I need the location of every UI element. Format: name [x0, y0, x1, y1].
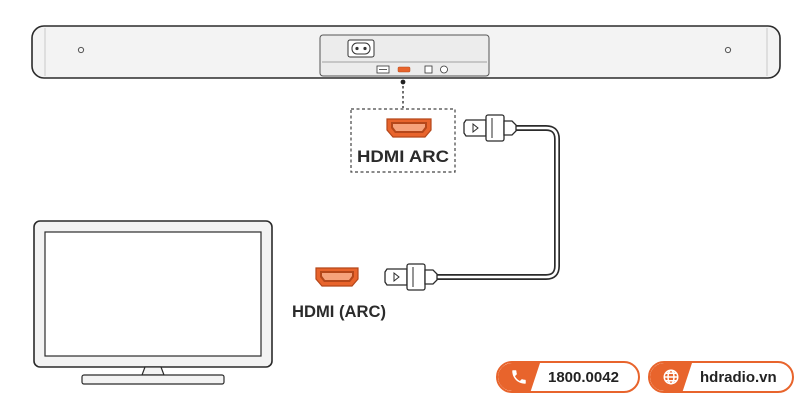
hdmi-port-icon [315, 267, 359, 287]
hdmi-cable [384, 114, 560, 291]
button-port-icon [424, 65, 433, 74]
optical-port-icon [440, 65, 448, 74]
phone-icon [498, 363, 540, 391]
website-url[interactable]: hdradio.vn [700, 368, 777, 386]
hdmi-plug-tv-icon [384, 263, 438, 291]
hdmi-port-icon [386, 118, 432, 138]
soundbar-right-screw [724, 46, 732, 54]
soundbar-hdmi-callout: HDMI ARC [350, 108, 456, 173]
soundbar [31, 25, 781, 79]
hdmi-plug-icon [463, 114, 517, 142]
port-leader [400, 79, 406, 108]
phone-contact[interactable]: 1800.0042 [496, 361, 640, 393]
tv [33, 220, 273, 385]
soundbar-hdmi-port-icon [397, 66, 411, 73]
tv-base [81, 374, 225, 385]
tv-port-label: HDMI (ARC) [292, 303, 386, 321]
soundbar-left-screw [77, 46, 85, 54]
globe-icon [650, 363, 692, 391]
power-socket-icon [347, 39, 375, 58]
phone-number[interactable]: 1800.0042 [548, 368, 619, 386]
tv-stand [141, 366, 165, 376]
rear-panel [319, 34, 490, 77]
tv-screen [44, 231, 262, 357]
website-contact[interactable]: hdradio.vn [648, 361, 794, 393]
tv-hdmi-port: HDMI (ARC) [292, 267, 386, 321]
soundbar-port-label: HDMI ARC [357, 148, 449, 166]
usb-port-icon [376, 65, 390, 74]
